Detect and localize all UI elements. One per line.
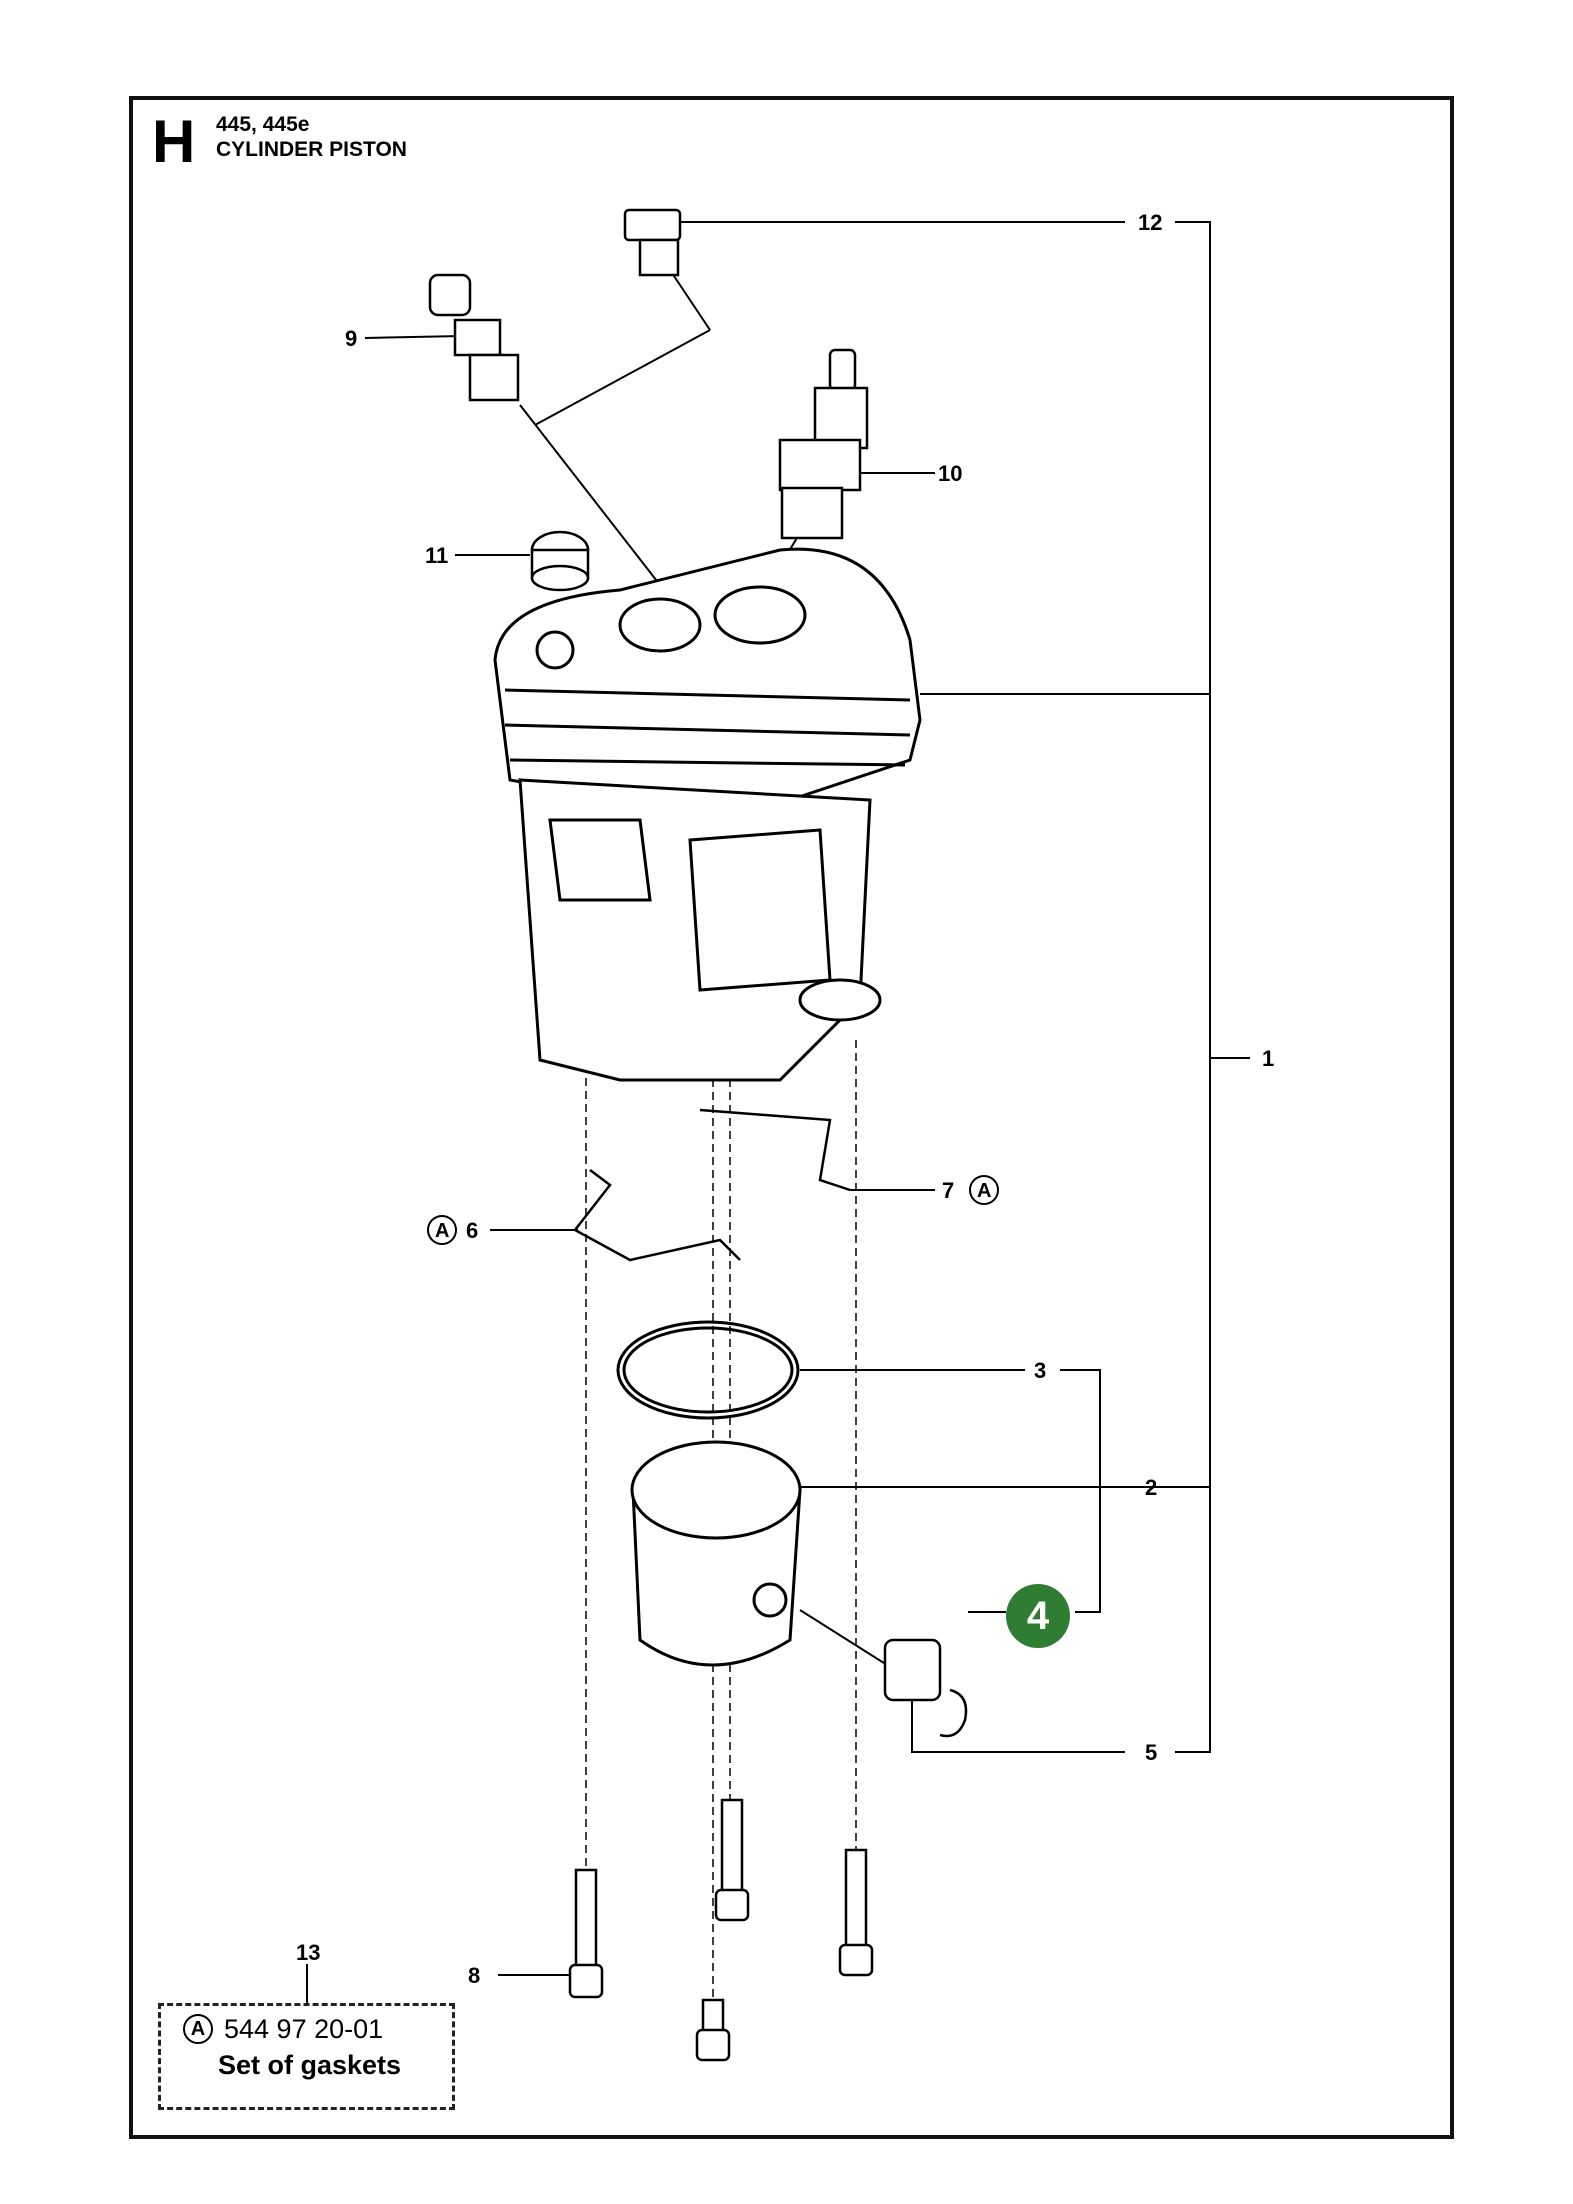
section-title: CYLINDER PISTON xyxy=(216,138,407,161)
gasket-kit-box xyxy=(158,2003,455,2110)
callout-2: 2 xyxy=(1145,1475,1157,1500)
callout-12: 12 xyxy=(1138,210,1162,235)
callout-9: 9 xyxy=(345,326,357,351)
cap xyxy=(530,530,590,592)
gasket-kit-description: Set of gaskets xyxy=(218,2050,402,2080)
callout-10: 10 xyxy=(938,461,962,486)
gasket-kit-marker: A xyxy=(183,2014,213,2044)
retaining-ring xyxy=(939,1688,968,1738)
plug-screw xyxy=(623,208,682,277)
callout-13: 13 xyxy=(296,1940,320,1965)
page-letter: H xyxy=(152,108,196,175)
callout-5: 5 xyxy=(1145,1740,1157,1765)
gaskets xyxy=(573,1108,851,1262)
callout-3: 3 xyxy=(1034,1358,1046,1383)
callout-8: 8 xyxy=(468,1963,480,1988)
needle-bearing xyxy=(883,1638,942,1702)
callout-11: 11 xyxy=(425,543,448,568)
cylinder xyxy=(493,547,922,1082)
piston-ring xyxy=(616,1320,800,1420)
screws xyxy=(568,1798,874,2062)
highlight-callout-4: 4 xyxy=(1006,1584,1070,1648)
callout-7: 7 xyxy=(942,1178,954,1203)
callout-6: 6 xyxy=(466,1218,478,1243)
kit-marker-7-text: A xyxy=(977,1180,991,1202)
leader-lines xyxy=(306,221,1250,2003)
model-label: 445, 445e xyxy=(216,113,310,136)
kit-marker-7: A xyxy=(969,1175,999,1205)
diagram-frame xyxy=(129,96,1454,2139)
gasket-kit-part-number: 544 97 20-01 xyxy=(224,2014,384,2044)
callout-1: 1 xyxy=(1262,1046,1274,1071)
spark-plug xyxy=(778,348,869,540)
decompression-valve xyxy=(428,273,520,402)
piston xyxy=(630,1440,802,1667)
kit-marker-6-text: A xyxy=(435,1220,449,1242)
kit-marker-6: A xyxy=(427,1215,457,1245)
